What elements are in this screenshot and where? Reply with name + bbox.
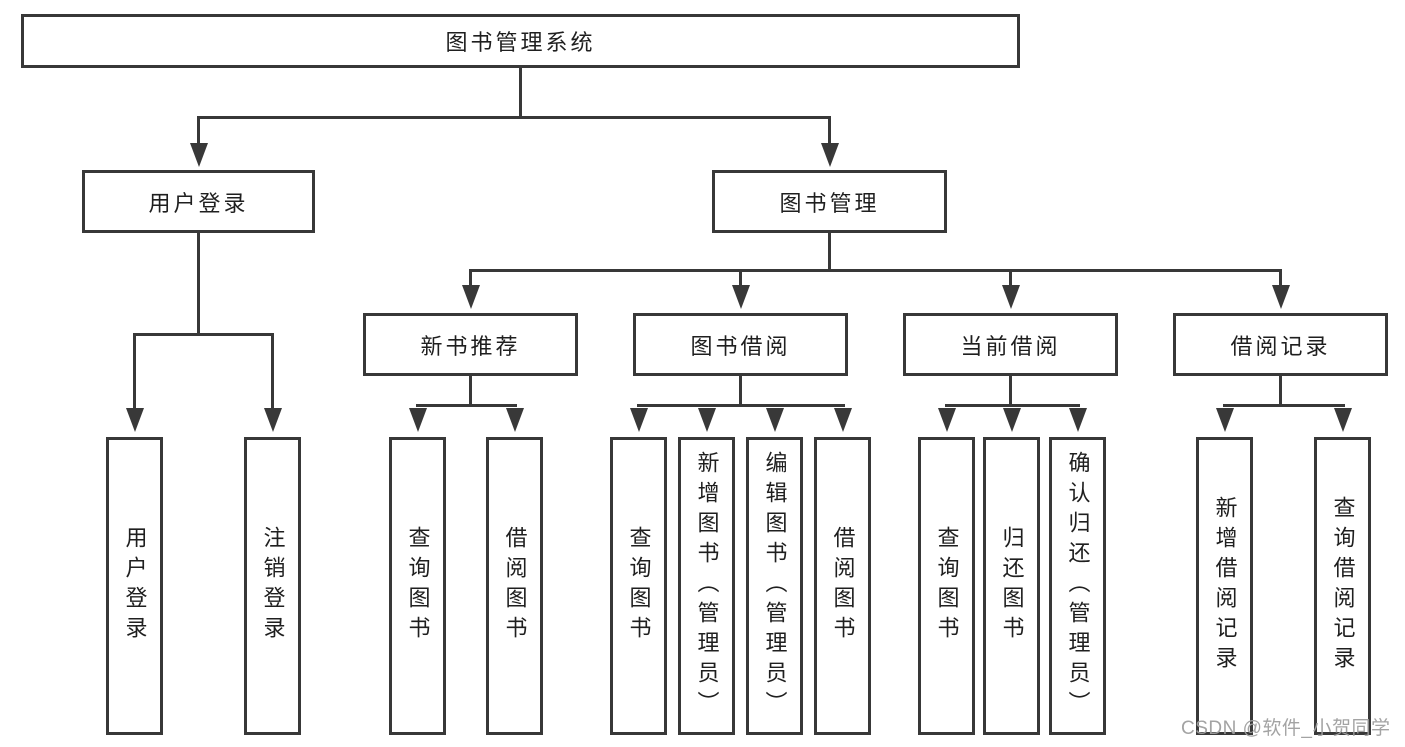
node-book-borrow-label: 图书借阅 <box>690 333 791 359</box>
arrowhead-down-icon <box>630 408 648 432</box>
connector-line <box>469 269 1282 272</box>
leaf-logout-label: 注销登录 <box>260 526 286 646</box>
leaf-query-borrow-record: 查询借阅记录 <box>1314 437 1371 735</box>
arrowhead-down-icon <box>821 143 839 167</box>
connector-line <box>739 374 742 406</box>
arrowhead-down-icon <box>732 285 750 309</box>
connector-line <box>1279 272 1282 285</box>
leaf-add-book-admin-label: 新增图书（管理员） <box>694 451 720 721</box>
arrowhead-down-icon <box>766 408 784 432</box>
connector-line <box>1009 374 1012 406</box>
arrowhead-down-icon <box>1003 408 1021 432</box>
node-user-login: 用户登录 <box>82 170 315 233</box>
arrowhead-down-icon <box>1002 285 1020 309</box>
leaf-borrow-book-label: 借阅图书 <box>830 526 856 646</box>
arrowhead-down-icon <box>190 143 208 167</box>
connector-line <box>271 336 274 408</box>
connector-line <box>637 404 845 407</box>
connector-line <box>197 231 200 335</box>
connector-line <box>197 116 831 119</box>
node-borrow-records: 借阅记录 <box>1173 313 1388 376</box>
arrowhead-down-icon <box>1334 408 1352 432</box>
arrowhead-down-icon <box>462 285 480 309</box>
connector-line <box>828 231 831 271</box>
csdn-watermark: CSDN @软件_小贺同学 <box>1181 718 1391 739</box>
connector-line <box>1009 272 1012 285</box>
arrowhead-down-icon <box>1216 408 1234 432</box>
leaf-query-book-borrow: 查询图书 <box>610 437 667 735</box>
leaf-edit-book-admin-label: 编辑图书（管理员） <box>762 451 788 721</box>
leaf-query-book-recommend-label: 查询图书 <box>405 526 431 646</box>
leaf-logout: 注销登录 <box>244 437 301 735</box>
node-new-book-recommend-label: 新书推荐 <box>420 333 521 359</box>
leaf-return-book-label: 归还图书 <box>999 526 1025 646</box>
connector-line <box>519 66 522 118</box>
leaf-add-book-admin: 新增图书（管理员） <box>678 437 735 735</box>
leaf-confirm-return-admin: 确认归还（管理员） <box>1049 437 1106 735</box>
connector-line <box>1279 374 1282 406</box>
node-borrow-records-label: 借阅记录 <box>1230 333 1331 359</box>
connector-line <box>828 119 831 145</box>
leaf-edit-book-admin: 编辑图书（管理员） <box>746 437 803 735</box>
node-new-book-recommend: 新书推荐 <box>363 313 578 376</box>
connector-line <box>197 119 200 145</box>
leaf-query-book-borrow-label: 查询图书 <box>626 526 652 646</box>
connector-line <box>739 272 742 285</box>
arrowhead-down-icon <box>1272 285 1290 309</box>
arrowhead-down-icon <box>938 408 956 432</box>
connector-line <box>133 336 136 408</box>
connector-line <box>416 404 517 407</box>
node-book-management: 图书管理 <box>712 170 947 233</box>
node-current-borrow: 当前借阅 <box>903 313 1118 376</box>
leaf-query-book-current: 查询图书 <box>918 437 975 735</box>
leaf-borrow-book: 借阅图书 <box>814 437 871 735</box>
leaf-add-borrow-record: 新增借阅记录 <box>1196 437 1253 735</box>
node-book-borrow: 图书借阅 <box>633 313 848 376</box>
arrowhead-down-icon <box>264 408 282 432</box>
connector-line <box>469 272 472 285</box>
leaf-confirm-return-admin-label: 确认归还（管理员） <box>1065 451 1091 721</box>
connector-line <box>1223 404 1345 407</box>
arrowhead-down-icon <box>409 408 427 432</box>
leaf-add-borrow-record-label: 新增借阅记录 <box>1212 496 1238 676</box>
connector-line <box>133 333 274 336</box>
leaf-user-login-label: 用户登录 <box>122 526 148 646</box>
leaf-borrow-book-recommend: 借阅图书 <box>486 437 543 735</box>
leaf-borrow-book-recommend-label: 借阅图书 <box>502 526 528 646</box>
node-book-management-label: 图书管理 <box>779 190 880 216</box>
arrowhead-down-icon <box>506 408 524 432</box>
node-root: 图书管理系统 <box>21 14 1020 68</box>
arrowhead-down-icon <box>1069 408 1087 432</box>
leaf-query-book-recommend: 查询图书 <box>389 437 446 735</box>
node-current-borrow-label: 当前借阅 <box>960 333 1061 359</box>
arrowhead-down-icon <box>126 408 144 432</box>
node-root-label: 图书管理系统 <box>445 30 596 55</box>
connector-line <box>469 374 472 406</box>
leaf-user-login: 用户登录 <box>106 437 163 735</box>
connector-line <box>945 404 1080 407</box>
leaf-return-book: 归还图书 <box>983 437 1040 735</box>
leaf-query-borrow-record-label: 查询借阅记录 <box>1330 496 1356 676</box>
leaf-query-book-current-label: 查询图书 <box>934 526 960 646</box>
node-user-login-label: 用户登录 <box>148 190 249 216</box>
arrowhead-down-icon <box>698 408 716 432</box>
arrowhead-down-icon <box>834 408 852 432</box>
